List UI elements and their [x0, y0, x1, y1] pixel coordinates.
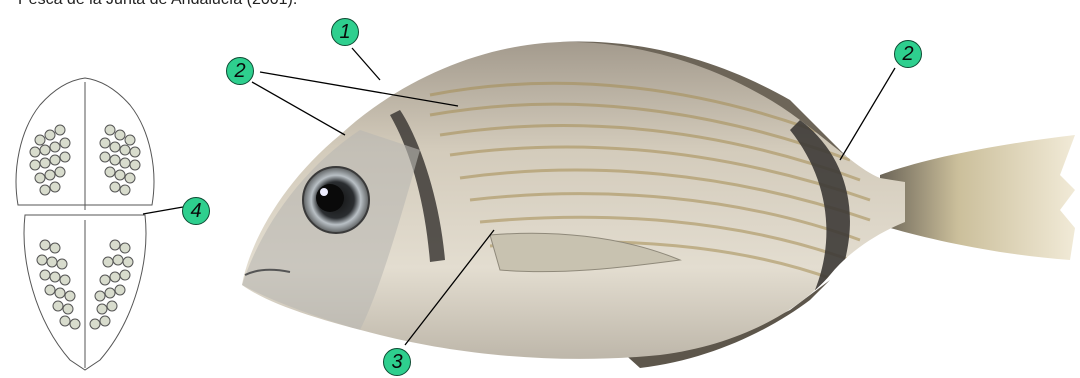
upper-teeth-right — [100, 125, 140, 195]
label-badge-2-right: 2 — [894, 40, 922, 68]
label-badge-1: 1 — [331, 18, 359, 46]
lower-teeth-left — [37, 240, 80, 329]
label-badge-2-left: 2 — [226, 57, 254, 85]
label-badge-4: 4 — [182, 197, 210, 225]
jaw-drawing — [16, 78, 154, 370]
fish-photo — [230, 30, 1075, 370]
label-badge-3: 3 — [383, 348, 411, 376]
tail-fin — [880, 135, 1075, 260]
upper-teeth-left — [30, 125, 70, 195]
lower-teeth-right — [90, 240, 133, 329]
